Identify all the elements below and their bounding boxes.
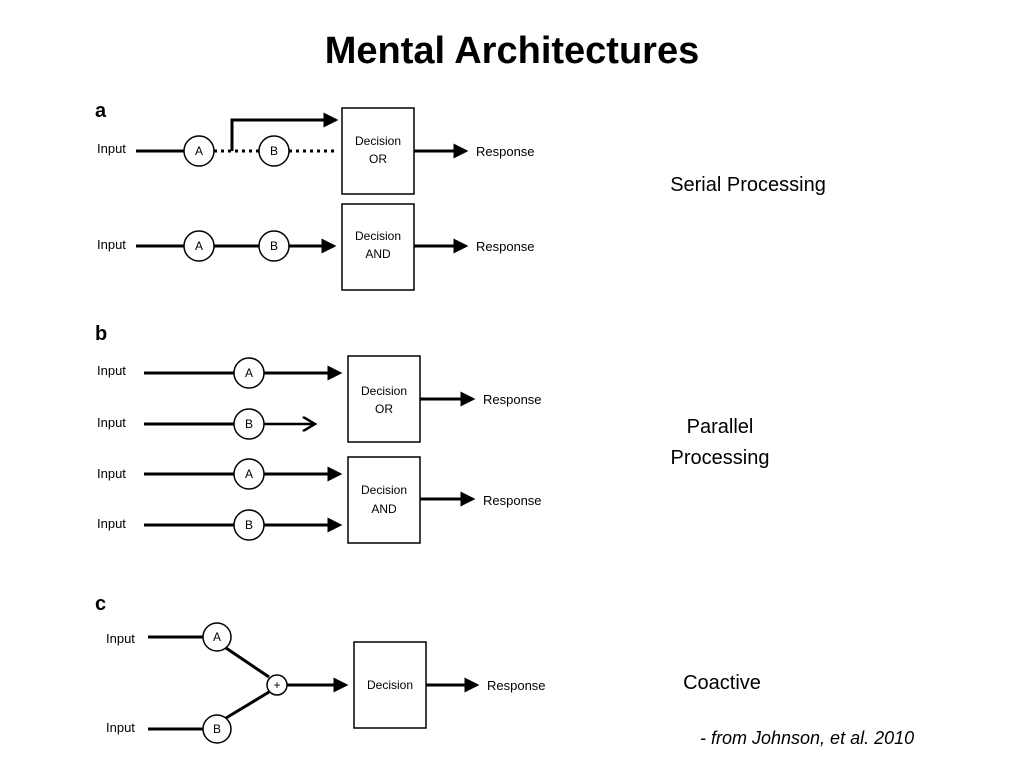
input-label: Input [97,516,126,531]
panel-letter-b: b [95,323,107,345]
node-label-b: B [213,722,221,736]
panel-a: a Input A B Decision OR Response Input A [95,100,535,291]
sum-symbol: + [273,678,280,692]
node-label-a: A [195,144,203,158]
input-label: Input [97,363,126,378]
response-label: Response [487,678,546,693]
serial-processing-label: Serial Processing [670,174,826,196]
converge-line [225,690,270,720]
input-label: Input [97,237,126,252]
decision-label: Decision [355,229,401,243]
node-label-a: A [213,630,221,644]
panel-b: b Input A Input B Decision OR Response I… [95,323,542,544]
response-label: Response [483,493,542,508]
panel-letter-a: a [95,100,107,122]
slide-title: Mental Architectures [324,30,700,72]
input-label: Input [97,141,126,156]
response-label: Response [476,144,535,159]
coactive-label: Coactive [683,672,761,694]
input-label: Input [97,415,126,430]
node-label-b: B [245,417,253,431]
node-label-a: A [245,366,253,380]
process-node-b [202,714,232,744]
decision-box-or [347,355,421,443]
node-label-b: B [245,518,253,532]
decision-rule-label: AND [371,502,397,516]
decision-rule-label: AND [365,247,391,261]
decision-box-and [347,456,421,544]
decision-rule-label: OR [369,152,387,166]
node-label-b: B [270,144,278,158]
converge-line [225,646,270,679]
decision-rule-label: OR [375,402,393,416]
decision-box-or [341,107,415,195]
response-label: Response [476,239,535,254]
node-label-a: A [245,467,253,481]
decision-label: Decision [355,134,401,148]
parallel-label-line1: Parallel [686,416,754,438]
input-label: Input [97,466,126,481]
node-label-b: B [270,239,278,253]
input-label: Input [106,720,135,735]
parallel-processing-label: Parallel Processing [620,412,820,474]
response-label: Response [483,392,542,407]
bypass-arrow [230,112,339,151]
panel-a-row-and: Input A B Decision AND Response [97,203,535,291]
panel-c: c Input A Input B + Decision Response [95,593,546,744]
panel-a-row-or: Input A B Decision OR Response [97,107,535,195]
citation: - from Johnson, et al. 2010 [700,728,915,748]
decision-label: Decision [361,483,407,497]
panel-letter-c: c [95,593,106,615]
process-node-a [202,622,232,652]
node-label-a: A [195,239,203,253]
decision-label: Decision [361,384,407,398]
decision-label: Decision [367,678,413,692]
decision-box [353,641,427,729]
decision-box-and [341,203,415,291]
input-label: Input [106,631,135,646]
parallel-label-line2: Processing [670,447,770,469]
